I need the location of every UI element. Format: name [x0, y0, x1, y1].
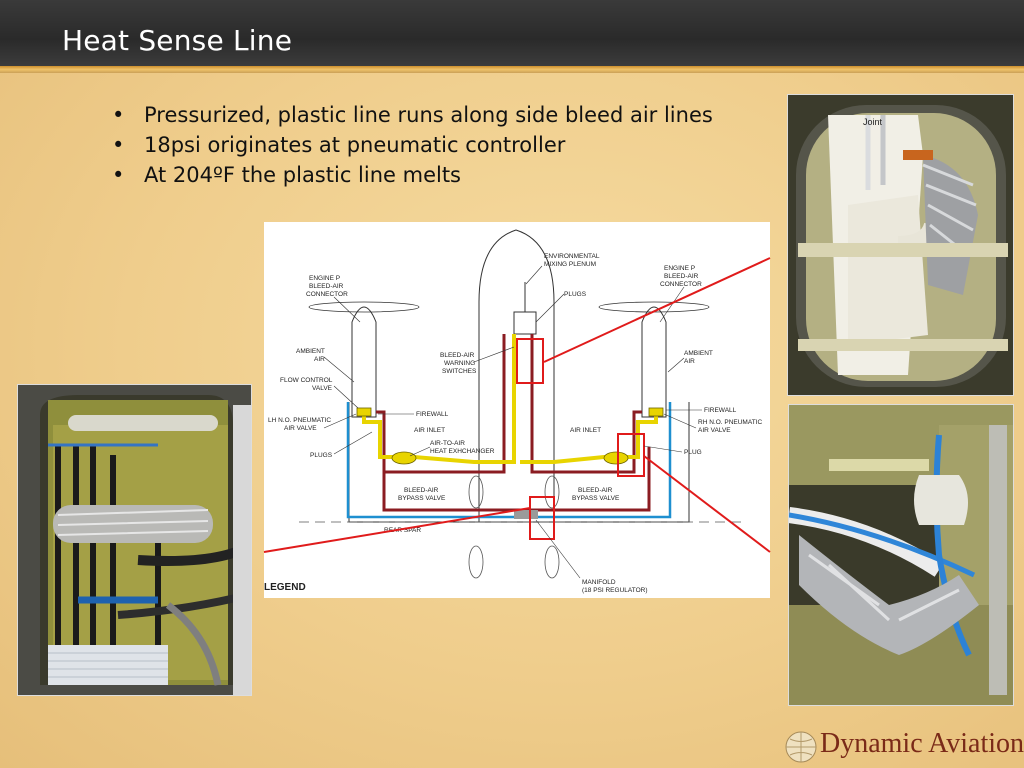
bullet-item: •18psi originates at pneumatic controlle… [112, 130, 713, 160]
label-ambient-left: AMBIENT [296, 348, 325, 355]
bullet-dot: • [112, 133, 125, 157]
bullet-list: •Pressurized, plastic line runs along si… [112, 100, 713, 190]
slide-title: Heat Sense Line [62, 24, 293, 57]
label-flow-control: FLOW CONTROL [280, 377, 333, 384]
label-bypass-right: BLEED-AIR [578, 487, 613, 494]
label-valve: VALVE [312, 385, 333, 392]
label-rh-air-valve: AIR VALVE [698, 427, 731, 434]
label-bypass-valve-left: BYPASS VALVE [398, 495, 446, 502]
label-engine-left: ENGINE P [309, 275, 340, 282]
title-bar [0, 0, 1024, 66]
title-accent-rule [0, 66, 1024, 73]
label-firewall-left: FIREWALL [416, 411, 449, 418]
top-right-photo-insulated-duct: Joint [787, 94, 1014, 396]
photo-joint-label: Joint [863, 117, 883, 127]
logo-text: Dynamic Aviation [820, 728, 1024, 759]
label-manifold: MANIFOLD [582, 579, 616, 586]
label-rh-pneumatic: RH N.O. PNEUMATIC [698, 419, 762, 426]
label-lh-pneumatic: LH N.O. PNEUMATIC [268, 417, 331, 424]
bottom-right-photo-sense-line [788, 404, 1014, 706]
label-ambient-right: AMBIENT [684, 350, 713, 357]
label-plugs-left: PLUGS [310, 452, 333, 459]
label-air-right: AIR [684, 358, 695, 365]
diagram-legend-label: LEGEND [264, 582, 306, 593]
label-air-inlet-left: AIR INLET [414, 427, 445, 434]
label-environmental: ENVIRONMENTAL [544, 253, 600, 260]
label-switches: SWITCHES [442, 368, 477, 375]
label-bleed-air-right: BLEED-AIR [664, 273, 699, 280]
label-bypass-left: BLEED-AIR [404, 487, 439, 494]
label-firewall-right: FIREWALL [704, 407, 737, 414]
bleed-air-system-diagram: ENVIRONMENTAL MIXING PLENUM PLUGS ENGINE… [264, 222, 770, 598]
label-plugs-top: PLUGS [564, 291, 587, 298]
label-connector-right: CONNECTOR [660, 281, 702, 288]
label-bleed-air-left: BLEED-AIR [309, 283, 344, 290]
label-air-to-air: AIR-TO-AIR [430, 440, 465, 447]
left-photo-wiring [17, 384, 252, 696]
label-plug-right: PLUG [684, 449, 702, 456]
label-bleed-air-warning: BLEED-AIR [440, 352, 475, 359]
label-air-left: AIR [314, 356, 325, 363]
label-engine-right: ENGINE P [664, 265, 695, 272]
label-connector-left: CONNECTOR [306, 291, 348, 298]
bullet-dot: • [112, 163, 125, 187]
label-heat-exchanger: HEAT EXHCHANGER [430, 448, 495, 455]
bullet-dot: • [112, 103, 125, 127]
bullet-item: •Pressurized, plastic line runs along si… [112, 100, 713, 130]
label-regulator: (18 PSI REGULATOR) [582, 587, 648, 594]
label-warning: WARNING [444, 360, 475, 367]
label-bypass-valve-right: BYPASS VALVE [572, 495, 620, 502]
label-rear-spar: REAR SPAR [384, 527, 421, 534]
label-air-inlet-right: AIR INLET [570, 427, 601, 434]
label-mixing-plenum: MIXING PLENUM [544, 261, 596, 268]
globe-icon [785, 731, 817, 763]
company-logo: Dynamic Aviation [784, 726, 1024, 766]
bullet-item: •At 204ºF the plastic line melts [112, 160, 713, 190]
label-lh-air-valve: AIR VALVE [284, 425, 317, 432]
